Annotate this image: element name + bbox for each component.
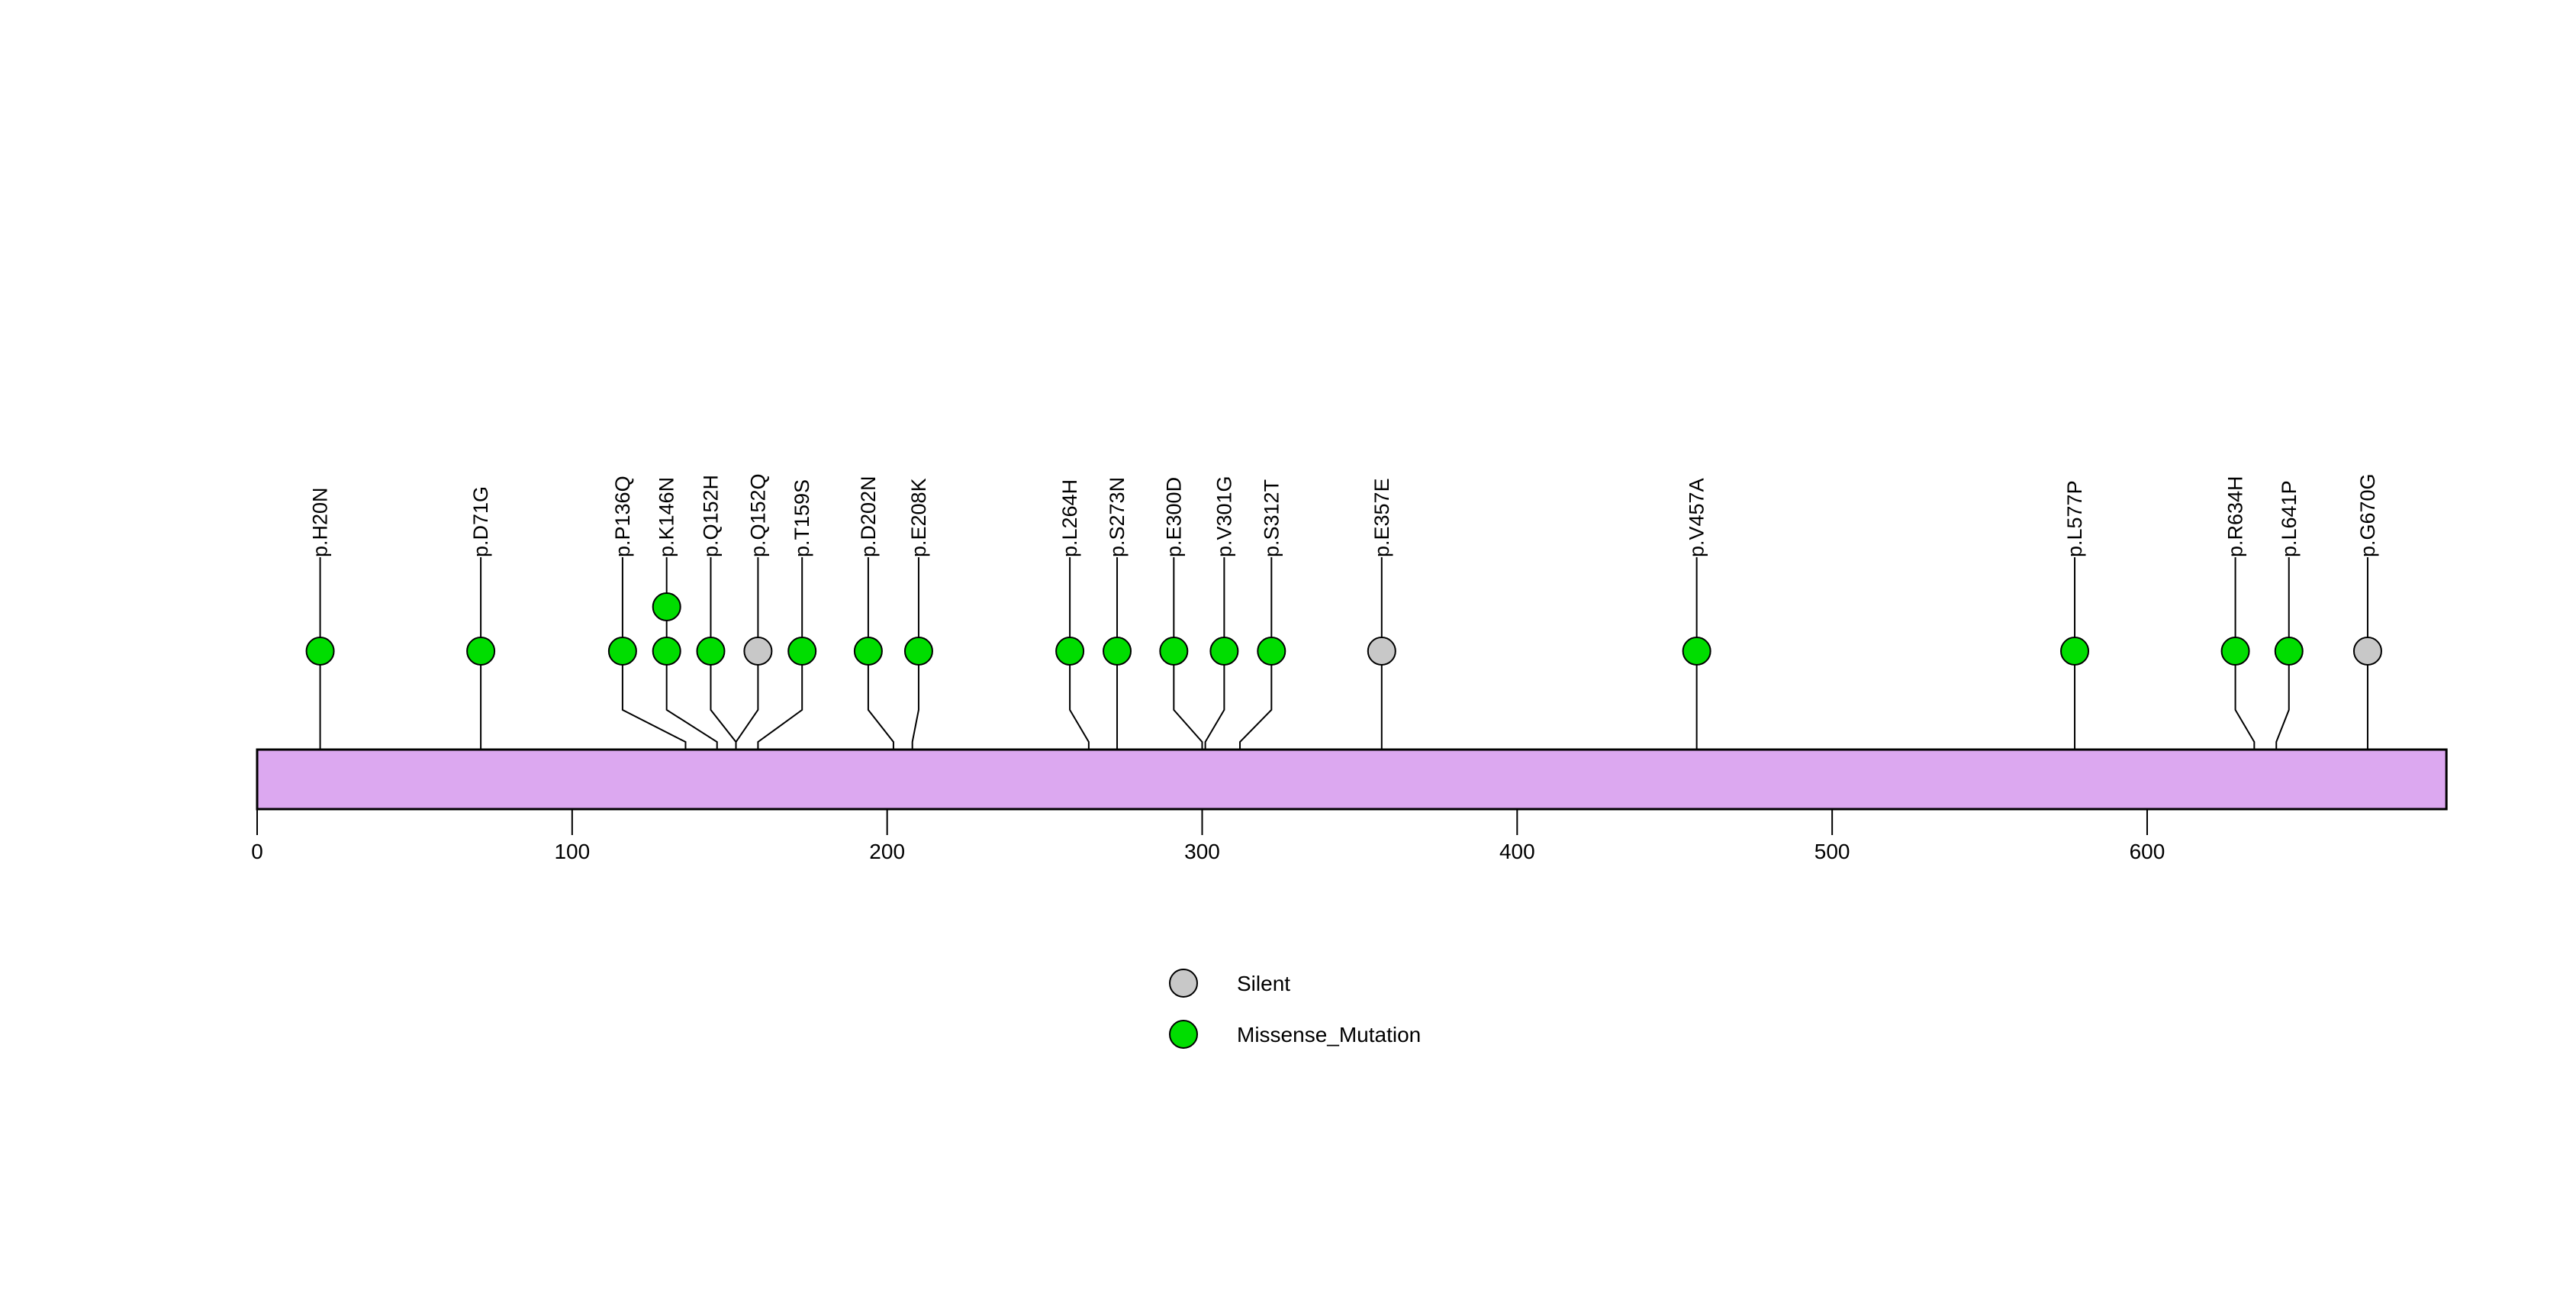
lollipop-marker-pE357E[interactable]: p.E357E (Silent): [1367, 637, 1396, 666]
lollipop-marker-pQ152Q[interactable]: p.Q152Q (Silent): [743, 637, 773, 666]
lollipop-marker-pL641P[interactable]: p.L641P (Missense_Mutation): [2274, 637, 2304, 666]
axis-tick-label: 500: [1814, 840, 1850, 863]
lollipop-marker-pK146N[interactable]: p.K146N (Missense_Mutation): [652, 592, 681, 621]
mutation-label-pK146N: p.K146N: [655, 477, 678, 557]
mutation-labels-group: p.H20N p.D71G p.P136Q p.K146N p.Q152H p.Q152Q…: [309, 473, 2379, 557]
mutation-label-pS273N: p.S273N: [1106, 477, 1129, 557]
lollipop-marker-pS312T[interactable]: p.S312T (Missense_Mutation): [1257, 637, 1286, 666]
mutation-label-pV301G: p.V301G: [1212, 476, 1235, 557]
lollipop-marker-pE208K[interactable]: p.E208K (Missense_Mutation): [903, 637, 933, 666]
lollipop-marker-pR634H[interactable]: p.R634H (Missense_Mutation): [2220, 637, 2250, 666]
mutation-label-pD71G: p.D71G: [469, 486, 492, 557]
lollipop-marker-pD202N[interactable]: p.D202N (Missense_Mutation): [853, 637, 883, 666]
mutation-label-pL641P: p.L641P: [2278, 480, 2301, 557]
axis-tick-label: 400: [1499, 840, 1535, 863]
lollipop-marker-pD71G[interactable]: p.D71G (Missense_Mutation): [466, 637, 496, 666]
lollipop-marker-pG670G[interactable]: p.G670G (Silent): [2352, 637, 2382, 666]
mutation-label-pT159S: p.T159S: [791, 479, 813, 557]
lollipop-marker-pK146N[interactable]: p.K146N (Missense_Mutation): [652, 637, 681, 666]
lollipop-marker-pL264H[interactable]: p.L264H (Missense_Mutation): [1055, 637, 1085, 666]
legend-label-silent: Silent: [1237, 972, 1290, 995]
mutation-label-pD202N: p.D202N: [857, 476, 880, 557]
protein-backbone-bar: [256, 748, 2448, 811]
axis-tick-label: 0: [251, 840, 263, 863]
lollipop-marker-pT159S[interactable]: p.T159S (Missense_Mutation): [787, 637, 817, 666]
axis-tick-label: 200: [869, 840, 905, 863]
mutation-label-pQ152H: p.Q152H: [699, 475, 722, 557]
lollipop-marker-pQ152H[interactable]: p.Q152H (Missense_Mutation): [696, 637, 726, 666]
x-axis-group: 0 100 200 300 400 500 600: [251, 809, 2165, 863]
legend-label-missense_mutation: Missense_Mutation: [1237, 1023, 1421, 1047]
lollipop-marker-pH20N[interactable]: p.H20N (Missense_Mutation): [305, 637, 335, 666]
mutation-label-pE357E: p.E357E: [1370, 478, 1393, 557]
axis-tick-label: 100: [554, 840, 590, 863]
mutation-label-pQ152Q: p.Q152Q: [746, 473, 769, 557]
axis-tick-label: 600: [2130, 840, 2165, 863]
lollipop-marker-pE300D[interactable]: p.E300D (Missense_Mutation): [1159, 637, 1189, 666]
lollipop-marker-pV457A[interactable]: p.V457A (Missense_Mutation): [1682, 637, 1711, 666]
axis-tick-label: 300: [1184, 840, 1220, 863]
lollipop-marker-pL577P[interactable]: p.L577P (Missense_Mutation): [2060, 637, 2090, 666]
mutation-label-pG670G: p.G670G: [2356, 473, 2379, 557]
lollipop-marker-pS273N[interactable]: p.S273N (Missense_Mutation): [1103, 637, 1132, 666]
legend-swatch-missense_mutation[interactable]: [1169, 1020, 1198, 1049]
lollipop-markers-group: p.H20N (Missense_Mutation) p.D71G (Missen…: [305, 592, 2382, 666]
protein-domain-bar-group: [256, 748, 2448, 811]
mutation-label-pV457A: p.V457A: [1686, 478, 1708, 557]
lollipop-marker-pP136Q[interactable]: p.P136Q (Missense_Mutation): [607, 637, 637, 666]
mutation-label-pL264H: p.L264H: [1058, 479, 1081, 557]
legend-swatch-silent[interactable]: [1169, 969, 1198, 998]
mutation-label-pP136Q: p.P136Q: [611, 476, 634, 557]
mutation-label-pR634H: p.R634H: [2224, 476, 2247, 557]
mutation-label-pS312T: p.S312T: [1260, 479, 1283, 557]
mutation-label-pE208K: p.E208K: [907, 478, 930, 557]
mutation-label-pE300D: p.E300D: [1162, 477, 1185, 557]
mutation-label-pH20N: p.H20N: [309, 487, 332, 557]
mutation-label-pL577P: p.L577P: [2063, 480, 2086, 557]
lollipop-marker-pV301G[interactable]: p.V301G (Missense_Mutation): [1209, 637, 1239, 666]
